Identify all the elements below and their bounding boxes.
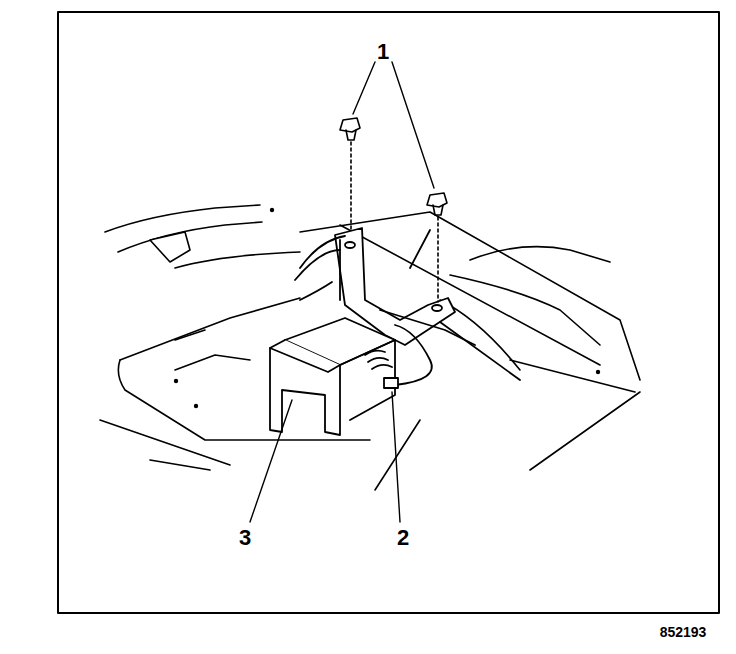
figure-number: 852193 <box>660 625 707 639</box>
leader-line <box>250 62 434 522</box>
figure-frame <box>58 12 719 613</box>
control-module <box>270 230 520 435</box>
floor-panel <box>100 205 640 490</box>
callout-number: 3 <box>239 527 251 549</box>
rivet <box>174 208 600 408</box>
bolt <box>340 118 447 302</box>
callout-number: 2 <box>397 527 409 549</box>
callout-number: 1 <box>377 41 389 63</box>
